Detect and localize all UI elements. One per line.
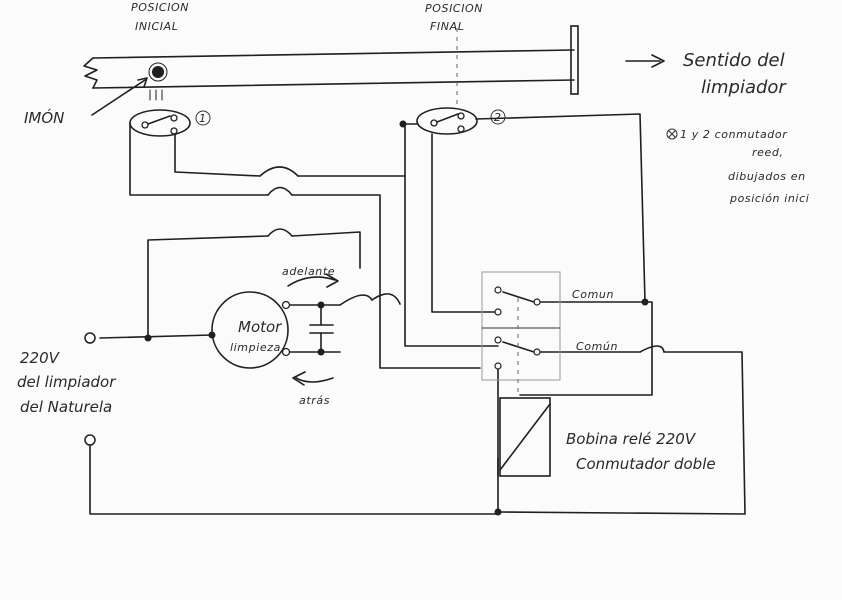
magnet <box>152 66 164 78</box>
supply-terminal-bottom <box>84 434 96 446</box>
label-sentido-1: Sentido del <box>683 50 785 71</box>
reed-switch-1 <box>129 109 211 137</box>
label-atras: atrás <box>299 394 330 407</box>
label-bobina-1: Bobina relé 220V <box>566 430 697 448</box>
magnet-pointer <box>91 79 146 116</box>
label-reed-1: 1 <box>199 112 207 125</box>
label-posicion-inicial-1: POSICION <box>131 1 189 14</box>
label-posicion-inicial-2: INICIAL <box>135 20 179 33</box>
label-comun-2: Común <box>576 340 618 353</box>
label-posicion-final-1: POSICION <box>425 2 483 15</box>
label-note-2: reed, <box>752 146 784 159</box>
motor-symbol <box>211 291 291 369</box>
label-iman: IMÓN <box>24 108 64 127</box>
capacitor-symbol <box>309 304 334 353</box>
wires <box>89 113 746 515</box>
relay-box <box>481 271 561 395</box>
direction-arrow <box>625 54 665 68</box>
label-motor-1: Motor <box>238 318 282 336</box>
atras-arrow <box>295 377 334 383</box>
supply-terminal-top <box>84 332 96 344</box>
label-reed-2: 2 <box>494 111 502 124</box>
reed-switch-2 <box>416 107 506 135</box>
label-note-3: dibujados en <box>728 170 806 183</box>
label-note-4: posición inici <box>729 192 809 205</box>
junction-nodes <box>144 120 649 516</box>
rail-end-stop <box>570 25 579 95</box>
wiper-rail <box>83 25 579 105</box>
label-bobina-2: Conmutador doble <box>576 455 716 473</box>
magnet-field-ticks <box>149 89 163 101</box>
label-note-1: 1 y 2 conmutador <box>680 128 788 141</box>
label-supply-1: 220V <box>20 349 61 367</box>
label-comun-1: Comun <box>572 288 614 301</box>
label-sentido-2: limpiador <box>701 77 787 98</box>
label-supply-3: del Naturela <box>20 398 112 416</box>
label-motor-2: limpieza <box>230 341 281 354</box>
label-supply-2: del limpiador <box>17 373 116 391</box>
note-marker-icon <box>666 128 678 140</box>
relay-coil <box>497 397 551 477</box>
adelante-arrow <box>287 276 336 287</box>
label-posicion-final-2: FINAL <box>430 20 464 33</box>
label-adelante: adelante <box>282 265 335 278</box>
